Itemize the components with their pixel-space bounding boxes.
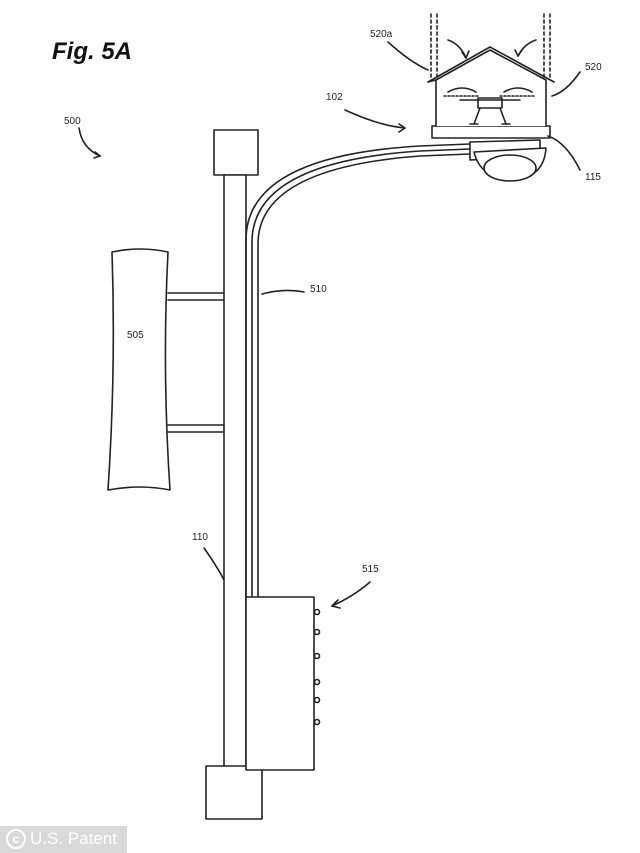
drone-icon [443,87,537,125]
ref-102: 102 [326,92,343,103]
leader-lines [78,39,581,609]
credit-text: U.S. Patent [30,829,117,848]
ref-110: 110 [192,532,208,543]
conduit-510 [245,143,471,598]
pole-110 [223,174,247,768]
copyright-icon: c [6,829,26,849]
lamp-lens [483,154,537,182]
panel-mount-arms [167,292,225,433]
ref-500: 500 [64,116,81,127]
panel-505 [107,248,171,491]
ref-115: 115 [585,172,601,183]
pole-base [205,765,263,820]
ref-505: 505 [127,330,144,341]
pole-top-cap [213,129,259,176]
image-credit: c U.S. Patent [0,826,127,853]
hoist-cables [430,13,551,79]
ref-520a: 520a [370,29,393,40]
ref-520: 520 [585,62,602,73]
ref-510: 510 [310,284,327,295]
drone-station-520 [427,46,555,139]
figure-title: Fig. 5A [52,38,133,65]
ref-515: 515 [362,564,379,575]
box-connectors [313,608,321,726]
equipment-box-515 [245,596,315,771]
